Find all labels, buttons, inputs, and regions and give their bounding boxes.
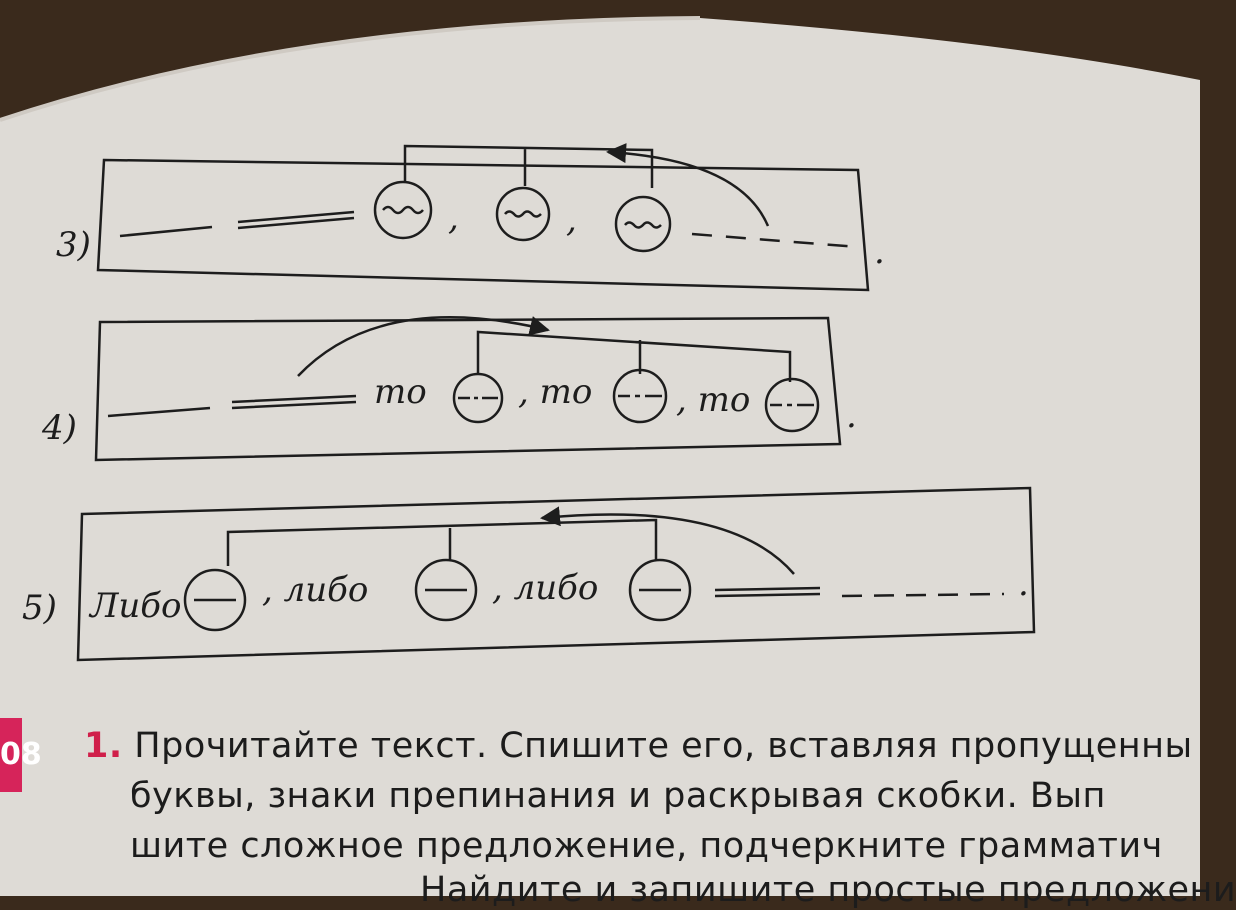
scheme-word: , либо — [492, 568, 599, 608]
clause-circle — [614, 195, 672, 253]
predicate-line — [714, 586, 821, 598]
scheme-word: , — [566, 200, 577, 240]
scheme-3 — [96, 143, 870, 292]
exercise-text: Прочитайте текст. Спишите его, вставляя … — [134, 726, 1193, 766]
page-sheet — [0, 18, 1200, 896]
exercise-line: буквы, знаки препинания и раскрывая скоб… — [130, 776, 1106, 816]
scheme-number: 3) — [56, 225, 91, 265]
clause-circle — [373, 180, 433, 240]
clause-circle — [628, 558, 692, 622]
scheme-word: Либо — [90, 586, 182, 626]
scheme-5-frame — [76, 486, 1036, 662]
predicate-line — [231, 394, 357, 410]
arrow — [606, 143, 770, 227]
clause-circle — [183, 568, 247, 632]
scheme-word: . — [874, 232, 885, 272]
scheme-word: , то — [676, 380, 751, 420]
arrow — [297, 316, 550, 377]
scheme-word: . — [846, 396, 857, 436]
connector-line — [403, 144, 654, 188]
scheme-word: , — [448, 198, 459, 238]
scheme-word: то — [374, 372, 427, 412]
wavy-line — [504, 210, 542, 218]
scheme-word: , то — [518, 372, 593, 412]
scheme-3-frame — [96, 158, 870, 292]
subject-line — [119, 225, 213, 238]
exercise-line: Найдите и запишите простые предложени — [420, 870, 1236, 910]
scheme-number: 4) — [42, 408, 77, 448]
scheme-number: 5) — [22, 588, 57, 628]
exercise-number: 1. — [84, 726, 123, 766]
scheme-4-frame — [94, 316, 842, 462]
wavy-line — [624, 221, 662, 229]
predicate-line — [237, 210, 355, 230]
clause-circle — [452, 372, 504, 424]
exercise-line: шите сложное предложение, подчеркните гр… — [130, 826, 1163, 866]
object-dashed-line — [691, 232, 859, 249]
connector-line — [476, 330, 792, 382]
scheme-4 — [94, 316, 842, 462]
scheme-5 — [76, 486, 1036, 662]
clause-circle — [764, 377, 820, 433]
clause-circle — [612, 368, 668, 424]
scheme-word: , либо — [262, 570, 369, 610]
clause-circle — [495, 186, 551, 242]
connector-line — [226, 518, 658, 566]
exercise-line: 1. Прочитайте текст. Спишите его, вставл… — [84, 726, 1193, 766]
object-dashed-line — [841, 592, 1005, 598]
scheme-word: . — [1018, 564, 1029, 604]
subject-line — [107, 406, 211, 418]
arrow — [540, 506, 795, 575]
textbook-page — [0, 16, 1200, 896]
clause-circle — [414, 558, 478, 622]
page-number-badge: 08 — [0, 718, 42, 792]
wavy-line — [382, 205, 424, 215]
